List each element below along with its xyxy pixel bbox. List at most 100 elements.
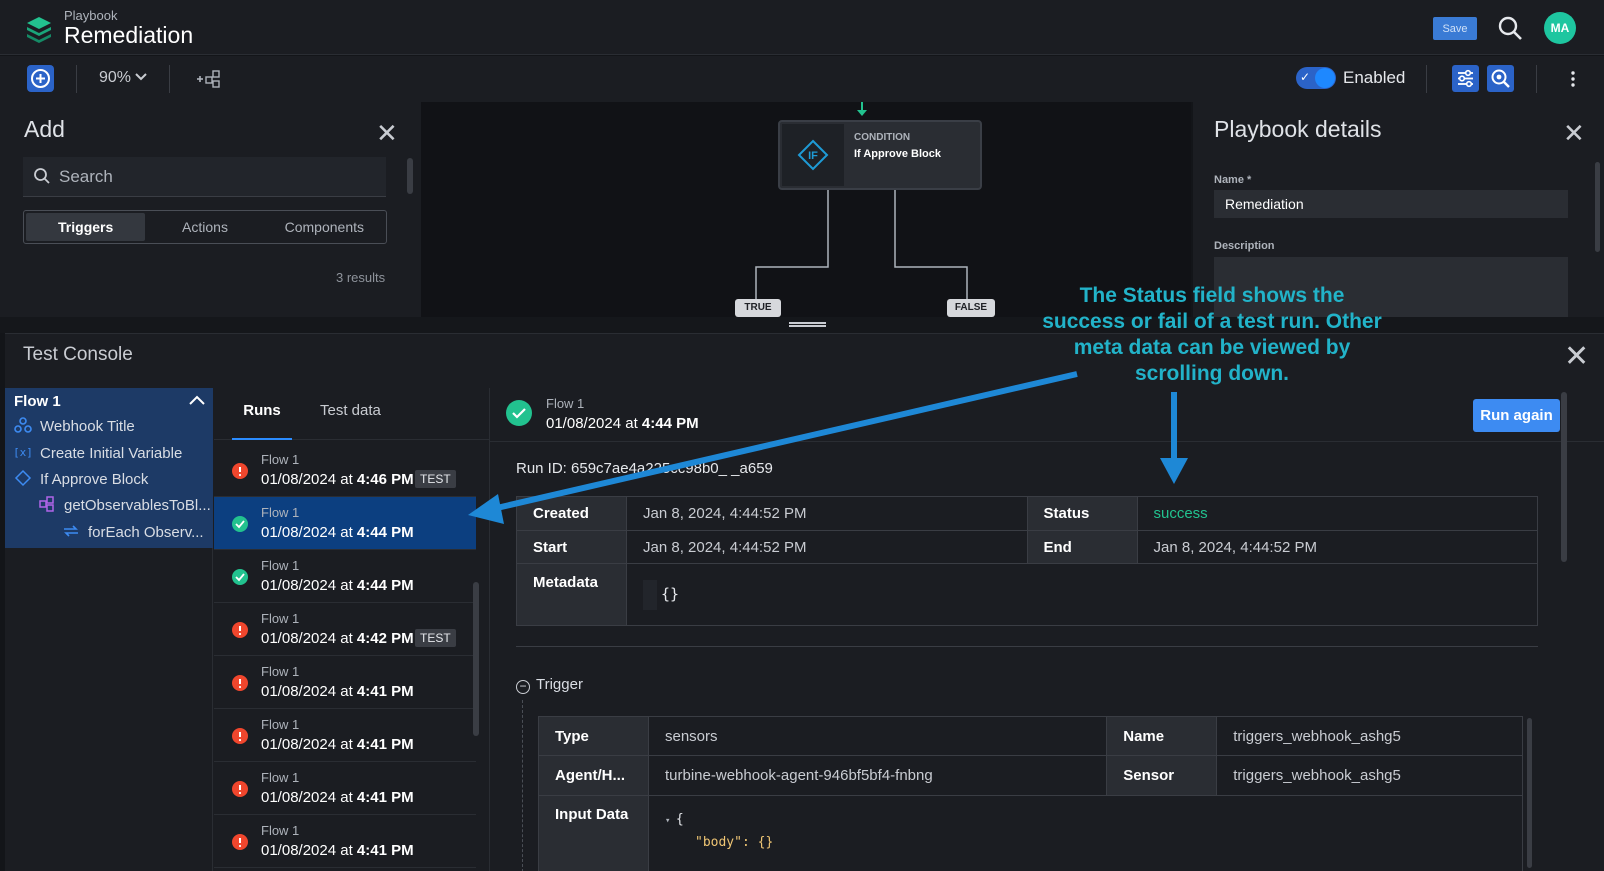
end-label: End <box>1026 530 1138 564</box>
trigger-scrollbar[interactable] <box>1527 718 1532 868</box>
error-alert-icon <box>232 463 248 479</box>
type-label: Type <box>538 716 649 756</box>
test-badge: TEST <box>415 629 456 647</box>
auto-layout-icon[interactable] <box>195 68 221 90</box>
tree-item-observables[interactable]: getObservablesToBl... <box>38 495 211 514</box>
run-time: 4:41 PM <box>356 736 414 753</box>
inspect-button[interactable] <box>1487 65 1514 92</box>
run-row[interactable]: Flow 1 01/08/2024 at 4:41 PM <box>214 709 476 762</box>
run-flow-name: Flow 1 <box>546 396 585 411</box>
details-title: Playbook details <box>1214 116 1382 142</box>
error-alert-icon <box>232 781 248 797</box>
canvas-toolbar: 90% ✓ Enabled <box>0 56 1604 102</box>
tab-triggers[interactable]: Triggers <box>26 213 146 241</box>
app-subtitle: Playbook <box>64 8 118 23</box>
error-alert-icon <box>232 622 248 638</box>
run-time: 4:41 PM <box>356 842 414 859</box>
settings-sliders-button[interactable] <box>1452 65 1479 92</box>
name-value: triggers_webhook_ashg5 <box>1216 716 1523 756</box>
tree-item-condition[interactable]: If Approve Block <box>14 469 148 488</box>
search-icon[interactable] <box>1497 15 1523 41</box>
tree-item-label: Create Initial Variable <box>40 445 183 462</box>
divider <box>516 646 1538 647</box>
svg-text:[x]: [x] <box>14 446 32 459</box>
json-line: ▾ { <box>665 812 684 827</box>
run-datetime: 01/08/2024 at 4:42 PM <box>261 630 414 647</box>
test-console: Test Console ✕ Flow 1 Webhook Title [x] … <box>5 333 1604 871</box>
user-avatar[interactable]: MA <box>1544 12 1576 44</box>
enabled-toggle[interactable]: ✓ <box>1296 67 1336 89</box>
playbook-title: Remediation <box>64 22 194 48</box>
input-data-cell: ▾ { "body": {} <box>648 795 1523 871</box>
run-date: 01/08/2024 at <box>261 524 357 541</box>
more-options-icon[interactable] <box>1568 70 1578 88</box>
zoom-select[interactable]: 90% <box>99 69 148 87</box>
add-search <box>23 157 386 197</box>
details-scrollbar[interactable] <box>1595 162 1600 252</box>
run-id: Run ID: 659c7ae4a225cc98b0_ _a659 <box>516 460 773 477</box>
flow-title[interactable]: Flow 1 <box>14 393 61 410</box>
add-panel-scrollbar[interactable] <box>407 158 413 194</box>
run-flow: Flow 1 <box>261 717 300 732</box>
layers-logo-icon <box>27 17 51 43</box>
success-check-icon <box>232 569 248 585</box>
detail-scrollbar[interactable] <box>1561 392 1567 562</box>
branch-true[interactable]: TRUE <box>735 299 781 317</box>
tab-test-data[interactable]: Test data <box>320 402 381 419</box>
tree-item-webhook[interactable]: Webhook Title <box>14 416 135 435</box>
add-panel: Add ✕ Triggers Actions Components 3 resu… <box>0 102 421 317</box>
search-input[interactable] <box>59 165 369 189</box>
canvas-connectors <box>755 102 968 302</box>
name-field[interactable] <box>1214 190 1568 218</box>
run-meta-table: Created Jan 8, 2024, 4:44:52 PM Status s… <box>516 496 1538 626</box>
toolbar-divider <box>1426 65 1427 93</box>
metadata-value: {} <box>661 584 680 603</box>
description-field[interactable] <box>1214 257 1568 317</box>
run-datetime: 01/08/2024 at 4:41 PM <box>261 736 414 753</box>
json-brace: { <box>675 812 684 827</box>
trigger-label: Trigger <box>536 676 583 693</box>
tab-runs[interactable]: Runs <box>232 388 292 440</box>
if-diamond-icon <box>14 469 32 487</box>
if-diamond-icon: IF <box>797 139 829 171</box>
branch-false[interactable]: FALSE <box>947 299 995 317</box>
tree-item-variable[interactable]: [x] Create Initial Variable <box>13 443 183 462</box>
playbook-details-panel: Playbook details ✕ Name * Description <box>1193 102 1604 317</box>
add-panel-tabs: Triggers Actions Components <box>23 210 387 244</box>
error-alert-icon <box>232 728 248 744</box>
trigger-section-toggle[interactable]: −Trigger <box>516 676 583 694</box>
loop-icon <box>64 525 78 537</box>
close-icon[interactable]: ✕ <box>376 118 398 148</box>
close-icon[interactable]: ✕ <box>1563 118 1585 148</box>
save-button[interactable]: Save <box>1433 17 1477 40</box>
tab-components[interactable]: Components <box>284 219 365 235</box>
tree-item-foreach[interactable]: forEach Observ... <box>62 522 204 541</box>
runs-tabs: Runs Test data <box>214 388 489 440</box>
panel-splitter[interactable] <box>0 317 1604 333</box>
runs-scrollbar[interactable] <box>473 582 479 736</box>
zoom-level: 90% <box>99 69 132 86</box>
agent-label: Agent/H... <box>538 755 649 796</box>
run-time: 4:41 PM <box>356 789 414 806</box>
run-datetime: 01/08/2024 at 4:46 PM <box>261 471 414 488</box>
run-again-button[interactable]: Run again <box>1473 399 1560 432</box>
chevron-up-icon[interactable] <box>189 395 205 405</box>
drag-handle-icon[interactable] <box>789 322 826 327</box>
tab-actions[interactable]: Actions <box>182 219 228 235</box>
app-header: Playbook Remediation Save MA <box>0 0 1604 55</box>
playbook-canvas[interactable]: IF CONDITION If Approve Block TRUE FALSE <box>421 102 1191 317</box>
metadata-label: Metadata <box>516 563 627 626</box>
run-date: 01/08/2024 at <box>261 736 357 753</box>
success-check-icon <box>232 516 248 532</box>
flow-tree-group: Flow 1 Webhook Title [x] Create Initial … <box>5 388 213 548</box>
close-icon[interactable]: ✕ <box>1564 340 1590 373</box>
condition-node[interactable]: IF CONDITION If Approve Block <box>778 120 982 190</box>
add-node-button[interactable] <box>27 65 54 92</box>
